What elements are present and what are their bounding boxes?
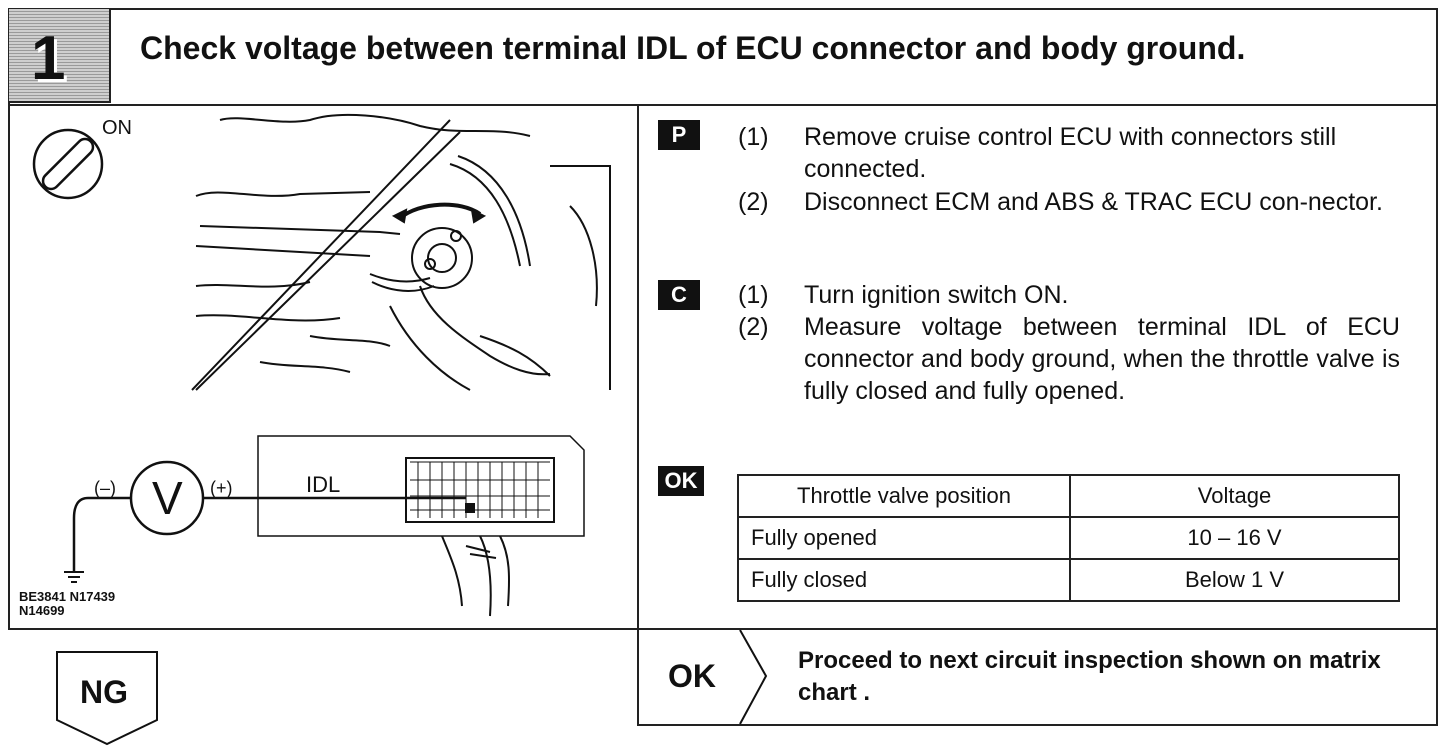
prep-step-1-num: (1) — [738, 123, 769, 151]
ignition-switch-icon — [32, 128, 104, 200]
check-tag: C — [658, 280, 700, 310]
ng-result-label: NG — [80, 674, 128, 710]
ng-arrow-shape — [56, 651, 158, 746]
figure-codes: BE3841 N17439 N14699 — [19, 590, 115, 618]
result-frame — [637, 628, 1438, 726]
table-row: Fully closed Below 1 V — [737, 558, 1400, 602]
content-frame — [8, 104, 1438, 630]
voltmeter-wiring — [64, 460, 466, 583]
table-cell: Below 1 V — [1069, 558, 1400, 602]
voltmeter-symbol: V — [152, 472, 183, 524]
negative-terminal-label: (–) — [94, 478, 116, 498]
voltage-spec-table: Throttle valve position Voltage Fully op… — [737, 474, 1400, 602]
idl-terminal-label: IDL — [306, 472, 340, 497]
check-step-2-num: (2) — [738, 313, 769, 341]
check-step-1-text: Turn ignition switch ON. — [804, 281, 1069, 309]
table-cell: 10 – 16 V — [1069, 516, 1400, 560]
prep-step-2-num: (2) — [738, 188, 769, 216]
table-header-voltage: Voltage — [1069, 474, 1400, 518]
ok-result-label: OK — [668, 658, 716, 694]
figure-illustration: ON V (–) (+) IDL — [32, 113, 611, 617]
positive-terminal-label: (+) — [210, 478, 233, 498]
step-title: Check voltage between terminal IDL of EC… — [140, 30, 1246, 66]
step-number-box: 1 — [9, 9, 111, 103]
ok-result-text: Proceed to next circuit inspection shown… — [798, 647, 1381, 706]
figure-code-2: N14699 — [19, 603, 65, 618]
table-cell: Fully closed — [737, 558, 1071, 602]
ignition-on-label: ON — [102, 117, 132, 139]
figure-code-1: BE3841 N17439 — [19, 589, 116, 604]
prep-step-2-text: Disconnect ECM and ABS & TRAC ECU con-ne… — [804, 188, 1383, 216]
check-step-1-num: (1) — [738, 281, 769, 309]
engine-bay-sketch — [191, 113, 611, 391]
prep-tag: P — [658, 120, 700, 150]
ok-tag: OK — [658, 466, 704, 496]
table-cell: Fully opened — [737, 516, 1071, 560]
step-number: 1 — [31, 24, 66, 93]
prep-step-1-text: Remove cruise control ECU with connector… — [804, 123, 1337, 183]
ecu-connector-drawing — [257, 435, 585, 617]
check-step-2-text: Measure voltage between terminal IDL of … — [804, 313, 1400, 405]
table-header-position: Throttle valve position — [737, 474, 1071, 518]
ok-arrow-shape — [739, 629, 768, 725]
table-header-row: Throttle valve position Voltage — [737, 474, 1400, 518]
column-divider — [637, 104, 639, 726]
table-row: Fully opened 10 – 16 V — [737, 516, 1400, 560]
